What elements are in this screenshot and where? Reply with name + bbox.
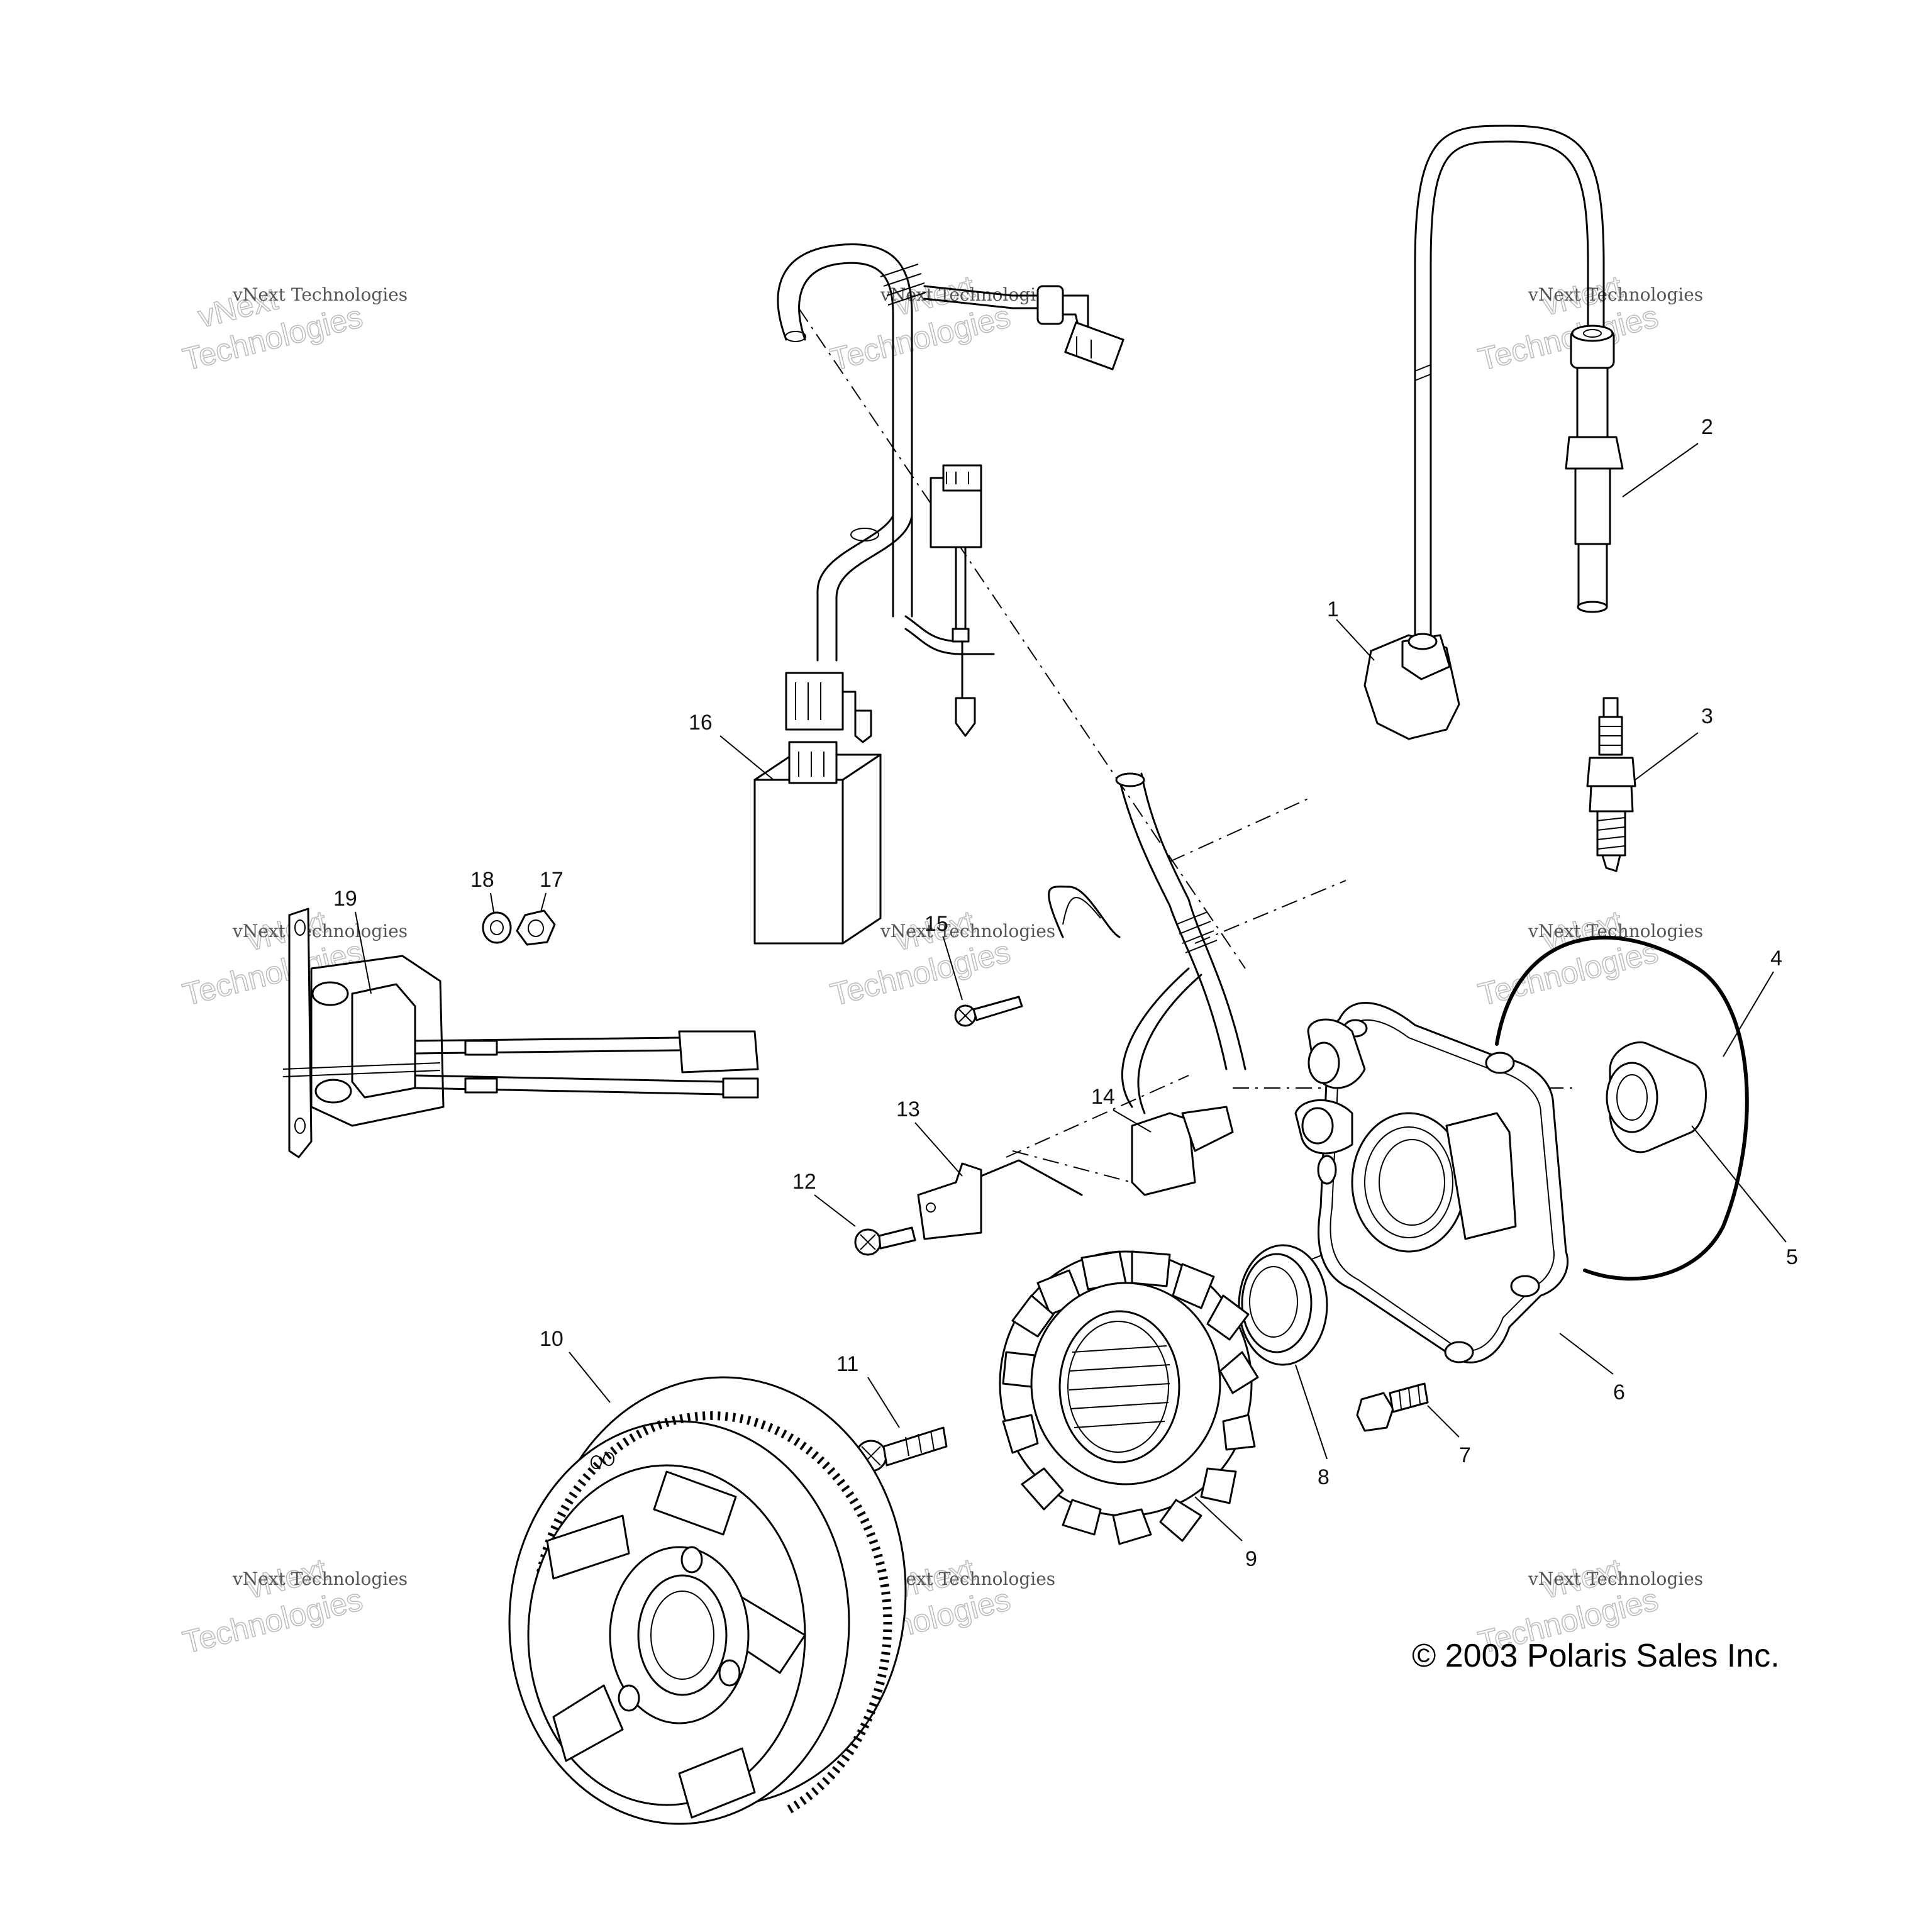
spark-plug-cap [1565, 325, 1624, 613]
copyright-text: © 2003 Polaris Sales Inc. [1412, 1638, 1780, 1674]
screw-12 [854, 1226, 916, 1256]
callout-18: 18 [470, 868, 494, 892]
callout-8: 8 [1318, 1465, 1330, 1489]
cdi-box [753, 741, 882, 945]
regulator [282, 908, 759, 1158]
callout-14: 14 [1091, 1085, 1115, 1109]
callout-16: 16 [689, 711, 713, 735]
watermark-text: vNext Technologies [232, 1568, 408, 1589]
callout-19: 19 [333, 887, 357, 911]
callout-4: 4 [1770, 947, 1782, 970]
leader-lines [355, 443, 1787, 1541]
callout-9: 9 [1245, 1547, 1257, 1571]
callout-2: 2 [1701, 415, 1713, 439]
callout-13: 13 [896, 1097, 920, 1121]
ignition-coil-pickup [1363, 633, 1460, 740]
callout-1: 1 [1327, 597, 1339, 621]
callout-11: 11 [836, 1352, 858, 1376]
o-ring [1495, 935, 1749, 1281]
screw-15 [954, 996, 1023, 1027]
callout-10: 10 [540, 1327, 564, 1351]
stator-lead [1048, 772, 1246, 1196]
watermark-text: vNext Technologies [232, 284, 408, 305]
watermark-text: vNext Technologies [1528, 284, 1703, 305]
bracket-13 [917, 1159, 1083, 1240]
watermark-text: vNext Technologies [232, 921, 408, 941]
stator [999, 1250, 1259, 1545]
callout-6: 6 [1613, 1380, 1625, 1404]
stator-housing [1294, 1002, 1569, 1363]
ignition-lead [1414, 125, 1605, 643]
callout-5: 5 [1786, 1245, 1798, 1269]
oil-seal [1238, 1244, 1328, 1366]
bolt-7 [1356, 1382, 1429, 1432]
watermark-text: vNext Technologies [880, 921, 1055, 941]
nut-washer [482, 909, 556, 946]
watermark-text: vNext Technologies [880, 1568, 1055, 1589]
callout-12: 12 [792, 1170, 816, 1194]
callout-17: 17 [540, 868, 564, 892]
bearing-5 [1606, 1041, 1707, 1153]
callout-15: 15 [924, 912, 948, 936]
flywheel [508, 1376, 907, 1825]
spark-plug [1586, 697, 1636, 872]
callouts: 1 2 3 4 5 6 7 8 9 10 11 12 13 14 15 16 1… [333, 415, 1798, 1571]
callout-3: 3 [1701, 704, 1713, 728]
wiring-harness [777, 243, 1124, 743]
callout-7: 7 [1459, 1443, 1471, 1467]
watermark-text: vNext Technologies [1528, 1568, 1703, 1589]
